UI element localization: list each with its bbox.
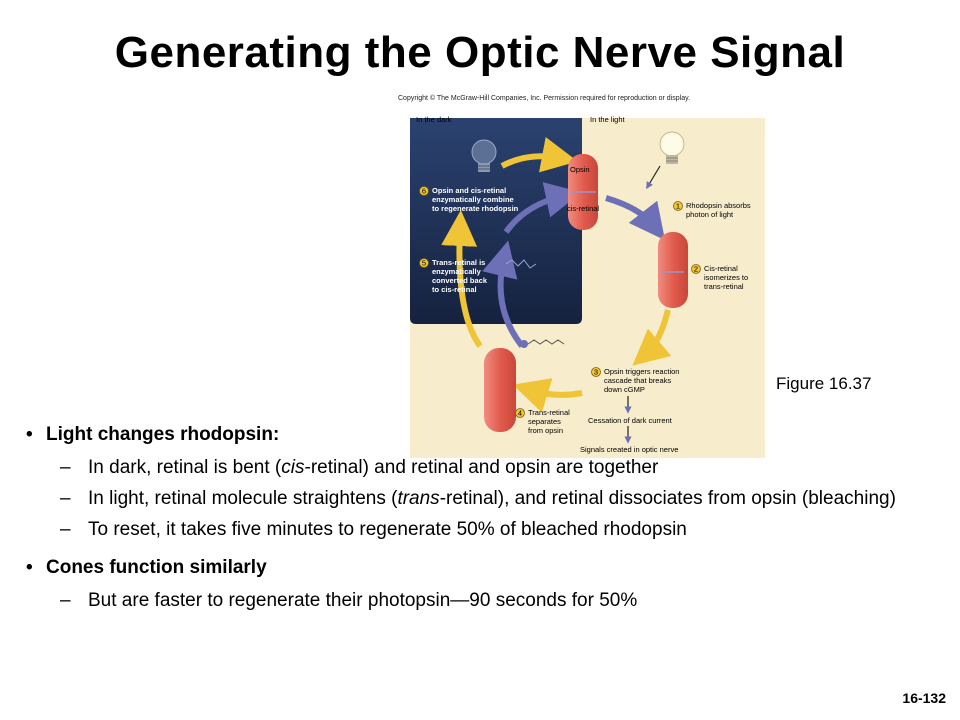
rhodopsin-cycle-diagram: In the dark In the light Opsin cis-retin…: [410, 108, 765, 458]
copyright-notice: Copyright © The McGraw-Hill Companies, I…: [398, 95, 690, 102]
svg-text:enzymatically: enzymatically: [432, 267, 482, 276]
svg-text:to cis-retinal: to cis-retinal: [432, 285, 477, 294]
cis-retinal-label: cis-retinal: [567, 204, 599, 213]
rhodopsin-protein-isomerized: [658, 232, 688, 308]
bullet-list: Light changes rhodopsin: –In dark, retin…: [26, 420, 956, 614]
svg-text:3: 3: [594, 368, 598, 377]
dash-marker: –: [60, 587, 71, 614]
slide-title: Generating the Optic Nerve Signal: [0, 28, 960, 78]
light-panel-label: In the light: [590, 115, 626, 124]
bullet-light: –In light, retinal molecule straightens …: [26, 485, 956, 512]
bullet-dark: –In dark, retinal is bent (cis-retinal) …: [26, 454, 956, 481]
svg-text:trans-retinal: trans-retinal: [704, 282, 744, 291]
svg-text:Trans-retinal is: Trans-retinal is: [432, 258, 485, 267]
svg-text:4: 4: [518, 409, 522, 418]
svg-text:enzymatically combine: enzymatically combine: [432, 195, 514, 204]
dark-panel-label: In the dark: [416, 115, 452, 124]
svg-text:isomerizes to: isomerizes to: [704, 273, 748, 282]
bullet-light-changes: Light changes rhodopsin:: [26, 424, 956, 446]
dash-marker: –: [60, 516, 71, 543]
svg-text:Opsin triggers reaction: Opsin triggers reaction: [604, 367, 679, 376]
svg-text:Rhodopsin absorbs: Rhodopsin absorbs: [686, 201, 751, 210]
svg-text:photon of light: photon of light: [686, 210, 734, 219]
step-6: 6 Opsin and cis-retinal enzymatically co…: [420, 186, 519, 213]
svg-text:converted back: converted back: [432, 276, 488, 285]
svg-text:to regenerate rhodopsin: to regenerate rhodopsin: [432, 204, 519, 213]
svg-text:5: 5: [422, 259, 426, 268]
svg-text:Cis-retinal: Cis-retinal: [704, 264, 738, 273]
svg-text:down cGMP: down cGMP: [604, 385, 645, 394]
figure-caption: Figure 16.37: [776, 374, 871, 394]
bullet-cones: Cones function similarly: [26, 557, 956, 579]
slide-number: 16-132: [902, 690, 946, 706]
bullet-faster: –But are faster to regenerate their phot…: [26, 587, 956, 614]
opsin-label: Opsin: [570, 165, 590, 174]
svg-text:2: 2: [694, 265, 698, 274]
svg-text:cascade that breaks: cascade that breaks: [604, 376, 671, 385]
bullet-reset: –To reset, it takes five minutes to rege…: [26, 516, 956, 543]
svg-text:6: 6: [422, 187, 426, 196]
svg-text:Trans-retinal: Trans-retinal: [528, 408, 570, 417]
dash-marker: –: [60, 454, 71, 481]
dash-marker: –: [60, 485, 71, 512]
svg-text:1: 1: [676, 202, 680, 211]
svg-text:Opsin and cis-retinal: Opsin and cis-retinal: [432, 186, 506, 195]
